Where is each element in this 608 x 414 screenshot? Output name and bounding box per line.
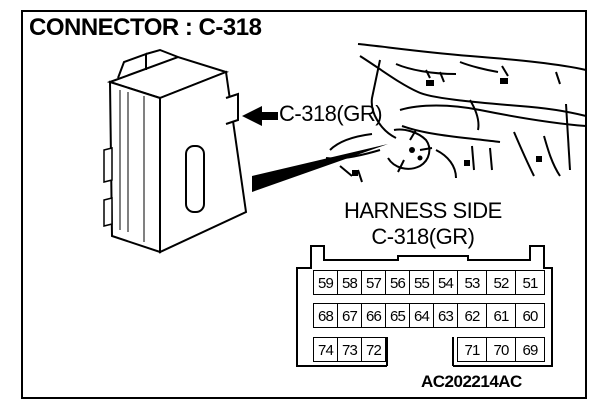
pin-cell: 72: [361, 337, 386, 362]
harness-side-line2: C-318(GR): [371, 224, 475, 249]
connector-housing-gaps: [387, 337, 453, 367]
pin-cell: 65: [385, 303, 410, 328]
pin-cell: 61: [486, 303, 516, 328]
pin-cell: 68: [313, 303, 338, 328]
pin-cell: 54: [433, 270, 458, 295]
connector-callout-label: C-318(GR): [279, 101, 383, 126]
pin-cell: 71: [457, 337, 487, 362]
pin-cell: 64: [409, 303, 434, 328]
pin-cell: 74: [313, 337, 338, 362]
pin-cell: 62: [457, 303, 487, 328]
pointer-wedge-icon: [252, 144, 388, 192]
pin-cell: 66: [361, 303, 386, 328]
dashboard-harness-sketch: [325, 43, 587, 183]
harness-side-line1: HARNESS SIDE: [344, 198, 502, 223]
pin-cell: 52: [486, 270, 516, 295]
pin-cell: 55: [409, 270, 434, 295]
arrow-icon: [242, 106, 278, 126]
harness-side-label: HARNESS SIDE C-318(GR): [344, 198, 502, 250]
pin-cell: 59: [313, 270, 338, 295]
diagram-frame: [21, 10, 587, 399]
connector-housing-gap-edges: [386, 337, 454, 366]
pin-cell: 53: [457, 270, 487, 295]
dashboard-connector-details: [352, 78, 542, 176]
pin-cell: 56: [385, 270, 410, 295]
pin-cell: 70: [486, 337, 516, 362]
diagram-title: CONNECTOR : C-318: [29, 14, 262, 41]
figure-code: AC202214AC: [421, 372, 522, 391]
pin-cell: 57: [361, 270, 386, 295]
pin-cell: 51: [515, 270, 545, 295]
pin-cell: 73: [337, 337, 362, 362]
pin-cell: 60: [515, 303, 545, 328]
pin-cell: 63: [433, 303, 458, 328]
pin-cell: 67: [337, 303, 362, 328]
pin-cell: 69: [515, 337, 545, 362]
pin-cell: 58: [337, 270, 362, 295]
ecu-module-illustration: [103, 48, 248, 254]
